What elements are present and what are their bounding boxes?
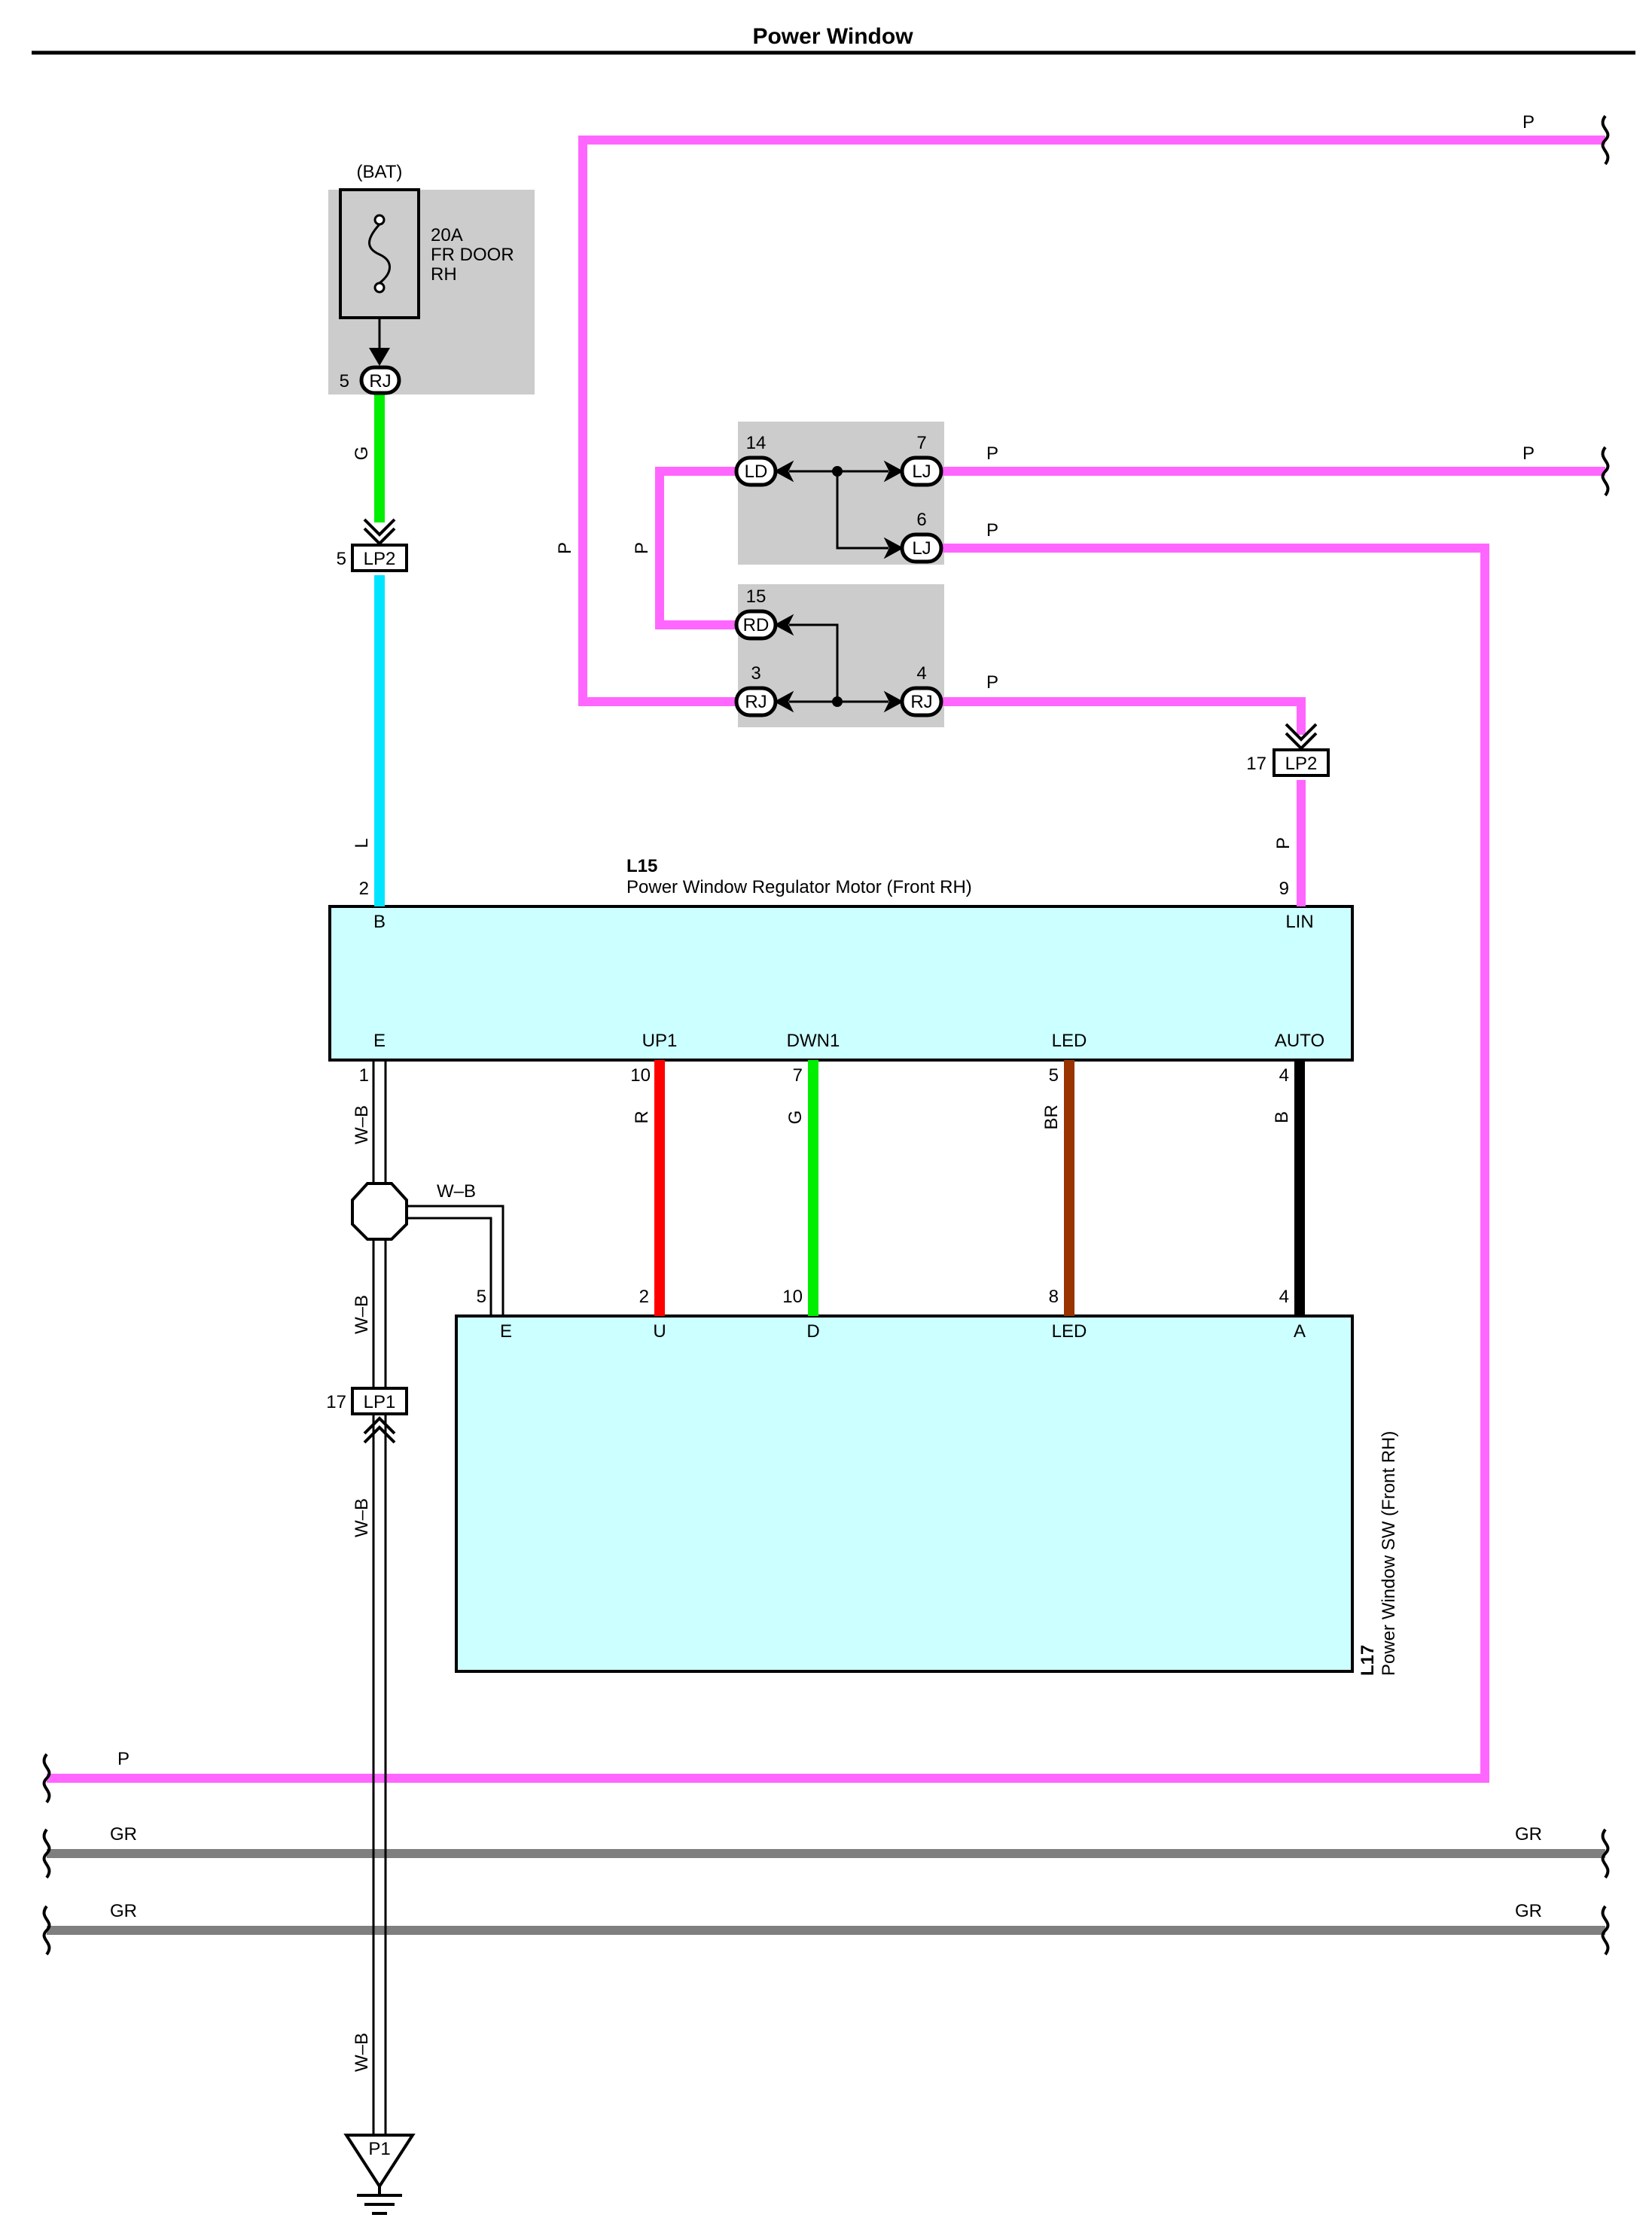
switch-pin-e: 5: [477, 1287, 486, 1307]
motor-terminal-up1: UP1: [642, 1031, 678, 1051]
diagram-title: Power Window: [752, 24, 913, 49]
switch-name: Power Window SW (Front RH): [1379, 1431, 1399, 1676]
wire-label-gr2-right: GR: [1515, 1901, 1542, 1921]
lp2-right-pin: 17: [1246, 754, 1266, 774]
switch-terminal-u: U: [653, 1321, 666, 1342]
switch-terminal-led: LED: [1052, 1321, 1087, 1342]
ground-symbol-icon: [343, 2134, 416, 2215]
switch-box: [455, 1314, 1354, 1673]
wire-p-rj4-lin: [943, 697, 1306, 735]
fuse-source: (BAT): [357, 162, 403, 182]
lj7-pin: 7: [916, 433, 926, 453]
rj3-pin: 3: [751, 663, 760, 684]
fuse-arrow-icon: [369, 348, 390, 366]
ld14-pin: 14: [746, 433, 767, 453]
lp1-pin: 17: [326, 1392, 346, 1412]
junction-arrowheads: [773, 460, 904, 713]
wire-label-wb-branch: W–B: [437, 1181, 476, 1202]
motor-name: Power Window Regulator Motor (Front RH): [626, 877, 972, 897]
motor-pin-auto: 4: [1279, 1065, 1289, 1086]
wire-label-l: L: [352, 838, 372, 848]
wire-label-b: B: [1272, 1111, 1292, 1123]
wire-label-p-top-right: P: [1522, 112, 1535, 133]
switch-code: L17: [1358, 1645, 1378, 1676]
rj3-id: RJ: [745, 692, 767, 712]
fuse-connector-id: RJ: [369, 371, 391, 391]
connector-chevrons: [363, 518, 1318, 1444]
pink-wires: [47, 136, 1605, 1783]
motor-terminal-auto: AUTO: [1275, 1031, 1324, 1051]
lp2-right-id: LP2: [1285, 754, 1318, 774]
switch-pin-d: 10: [782, 1287, 803, 1307]
junction-dots: [832, 466, 843, 707]
wire-label-p-left: P: [555, 542, 575, 554]
wire-label-gr2-left: GR: [110, 1901, 137, 1921]
switch-terminal-a: A: [1294, 1321, 1306, 1342]
rj4-id: RJ: [910, 692, 932, 712]
motor-terminal-lin: LIN: [1285, 912, 1313, 932]
motor-box: [328, 905, 1354, 1062]
wire-label-p-bottom: P: [117, 1749, 130, 1769]
wire-label-br: BR: [1041, 1104, 1062, 1129]
switch-pin-a: 4: [1279, 1287, 1289, 1307]
rj4-pin: 4: [916, 663, 926, 684]
motor-terminal-b: B: [373, 912, 386, 932]
splice-point: [351, 1182, 408, 1241]
wire-p-loop: [655, 467, 742, 629]
fuse-name-line2: RH: [431, 264, 457, 285]
wire-label-g-fuse: G: [352, 446, 372, 461]
wire-label-wb-2: W–B: [352, 1295, 372, 1334]
connector-pills: [359, 365, 943, 717]
gr-buses: [47, 1849, 1605, 1935]
wire-label-p-lj7-near: P: [986, 443, 998, 464]
switch-terminal-d: D: [806, 1321, 819, 1342]
wire-break-marks: [42, 114, 1610, 1956]
motor-pin-led: 5: [1049, 1065, 1059, 1086]
fuse-connector-pin: 5: [340, 371, 349, 391]
motor-pin-up1: 10: [630, 1065, 651, 1086]
wire-label-p-loop: P: [632, 542, 652, 554]
motor-pin-e: 1: [359, 1065, 369, 1086]
ground-id: P1: [368, 2139, 390, 2159]
wire-label-p-lj6: P: [986, 520, 998, 541]
wire-label-p-rj4: P: [986, 672, 998, 693]
ld14-id: LD: [745, 462, 768, 482]
rd15-id: RD: [743, 615, 770, 635]
fuse-block: [328, 190, 535, 394]
switch-pin-u: 2: [639, 1287, 649, 1307]
lj6-pin: 6: [916, 510, 926, 530]
motor-code: L15: [626, 856, 657, 876]
inline-connectors: [351, 544, 1330, 1415]
motor-terminal-led: LED: [1052, 1031, 1087, 1051]
wire-label-p-lin: P: [1273, 837, 1294, 849]
fuse-rating: 20A: [431, 225, 463, 245]
lp2-top-pin: 5: [337, 549, 346, 569]
switch-terminal-e: E: [500, 1321, 512, 1342]
lp1-id: LP1: [364, 1392, 396, 1412]
wire-label-gr1-left: GR: [110, 1824, 137, 1845]
motor-terminal-dwn1: DWN1: [787, 1031, 840, 1051]
wire-label-r: R: [632, 1110, 652, 1123]
lj7-id: LJ: [912, 462, 931, 482]
wire-label-g-down: G: [785, 1110, 806, 1125]
wire-label-wb-4: W–B: [352, 2033, 372, 2072]
wire-label-wb-1: W–B: [352, 1105, 372, 1144]
motor-pin-lin: 9: [1279, 879, 1289, 899]
wire-p-lj6-return: [47, 544, 1489, 1783]
wire-label-wb-3: W–B: [352, 1498, 372, 1537]
motor-pin-dwn1: 7: [793, 1065, 803, 1086]
lp2-top-id: LP2: [364, 549, 396, 569]
lj6-id: LJ: [912, 538, 931, 559]
motor-terminal-e: E: [373, 1031, 386, 1051]
ground-branch: [401, 1205, 504, 1316]
wire-label-p-lj7-far: P: [1522, 443, 1535, 464]
wire-p-top-right: [578, 136, 1605, 706]
motor-pin-b: 2: [359, 879, 369, 899]
rd15-pin: 15: [746, 586, 767, 607]
wire-label-gr1-right: GR: [1515, 1824, 1542, 1845]
fuse-name-line1: FR DOOR: [431, 245, 514, 265]
switch-pin-led: 8: [1049, 1287, 1059, 1307]
